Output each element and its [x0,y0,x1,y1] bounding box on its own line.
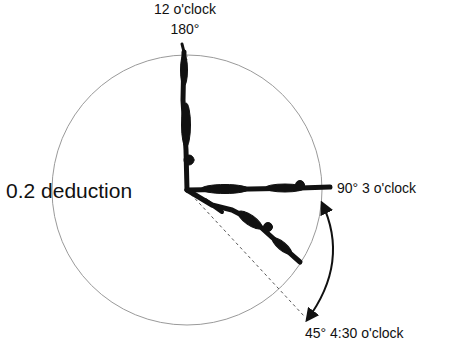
angle-label: 180° [171,22,200,37]
deduction-label: 0.2 deduction [6,179,132,202]
gymnast-figure [181,44,195,190]
angle-label: 45° 4:30 o'clock [305,326,404,341]
angle-label: 90° 3 o'clock [337,181,416,196]
guide-line [187,190,304,316]
angle-label: 12 o'clock [154,2,216,17]
angle-arrow [307,203,333,320]
gymnast-figure [187,181,330,194]
gymnast-figure [187,190,300,262]
